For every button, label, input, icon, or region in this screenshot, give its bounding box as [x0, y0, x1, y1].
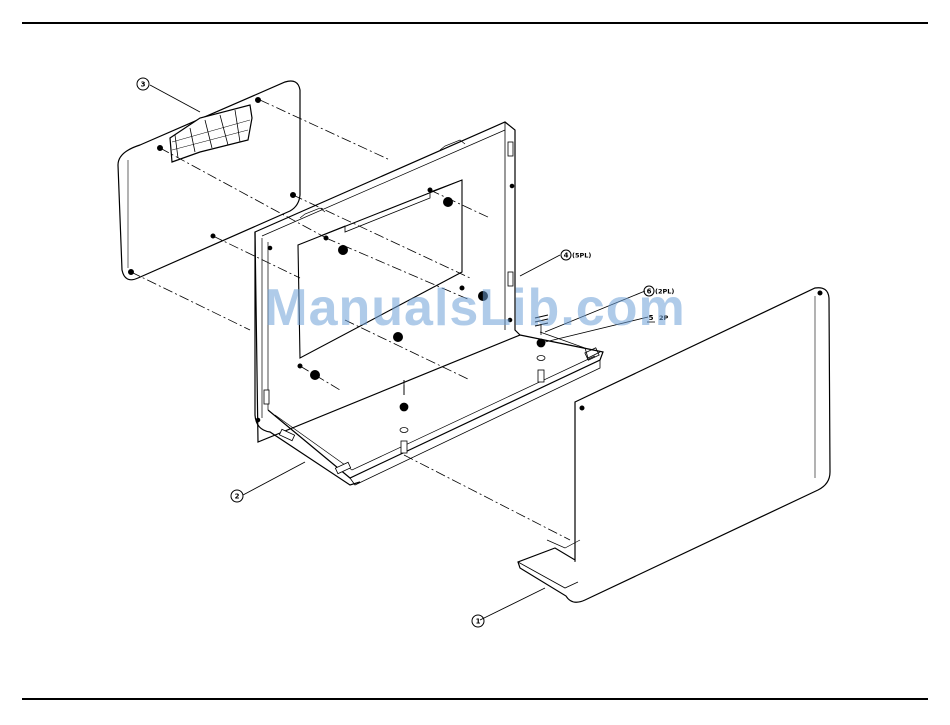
callout-3: 3	[137, 78, 149, 90]
callout-2: 2	[231, 490, 243, 502]
svg-text:(5PL): (5PL)	[572, 252, 591, 260]
svg-text:1: 1	[476, 618, 481, 626]
watermark-text: ManualsLib.com	[0, 278, 950, 338]
svg-text:4: 4	[564, 252, 569, 260]
svg-text:2: 2	[235, 493, 240, 501]
svg-text:3: 3	[141, 81, 146, 89]
callout-4: 4 (5PL)	[561, 250, 591, 260]
leader-lines	[150, 85, 648, 620]
callout-1: 1	[472, 615, 484, 627]
back-panel-part-3	[118, 81, 300, 280]
